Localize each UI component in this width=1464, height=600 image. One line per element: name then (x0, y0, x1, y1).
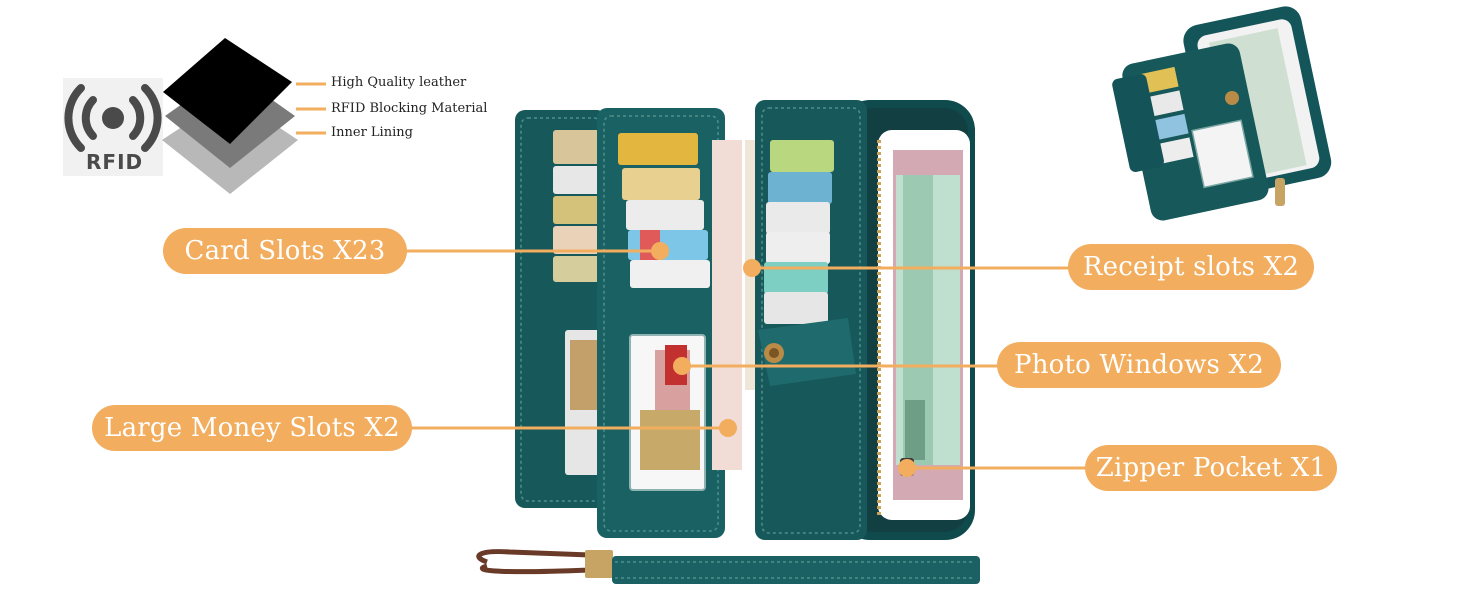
callout-zipper-pocket: Zipper Pocket X1 (1085, 445, 1337, 491)
layer-leather (163, 38, 292, 144)
wallet-main (476, 100, 980, 584)
rfid-badge-text: RFID (86, 150, 144, 174)
callout-photo-windows: Photo Windows X2 (997, 342, 1281, 388)
callout-large-money-slots: Large Money Slots X2 (92, 405, 412, 451)
layer-label-leather: High Quality leather (331, 75, 467, 90)
wallet-thumbnail (1112, 6, 1332, 221)
callout-receipt-slots: Receipt slots X2 (1068, 244, 1314, 290)
layer-label-rfid-blocking: RFID Blocking Material (331, 101, 488, 116)
rfid-signal-icon (64, 84, 162, 152)
callout-leader-lines (404, 249, 1087, 470)
callout-card-slots: Card Slots X23 (163, 228, 407, 274)
layer-label-inner-lining: Inner Lining (331, 125, 413, 140)
layer-leader-lines (296, 82, 326, 135)
callout-dots (651, 242, 916, 477)
